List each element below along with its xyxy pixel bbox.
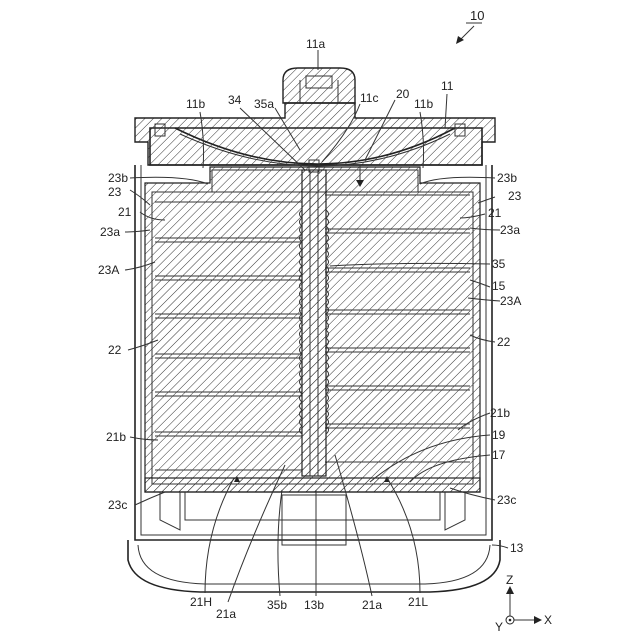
label-21-left: 21: [118, 205, 132, 219]
label-21b-left: 21b: [106, 430, 126, 444]
handle-11a: [283, 68, 355, 103]
label-21a-right: 21a: [362, 598, 382, 612]
label-22-right: 22: [497, 335, 511, 349]
label-23A-right: 23A: [500, 294, 521, 308]
label-13: 13: [510, 541, 524, 555]
label-23-right: 23: [508, 189, 522, 203]
label-23b-right: 23b: [497, 171, 517, 185]
label-17: 17: [492, 448, 506, 462]
label-23A-left: 23A: [98, 263, 119, 277]
ref-10-label: 10: [470, 8, 484, 23]
figure-ref-number: 10: [456, 8, 484, 44]
label-20: 20: [396, 87, 410, 101]
label-11: 11: [441, 79, 454, 93]
label-23c-right: 23c: [497, 493, 516, 507]
label-11b-left: 11b: [186, 97, 205, 111]
label-19: 19: [492, 428, 506, 442]
label-23-left: 23: [108, 185, 122, 199]
label-11c: 11c: [360, 91, 378, 105]
base-13: [128, 540, 500, 592]
label-21b-right: 21b: [490, 406, 510, 420]
label-11a: 11a: [306, 37, 325, 51]
lid-11: [135, 103, 495, 166]
label-21H: 21H: [190, 595, 212, 609]
label-23a-left: 23a: [100, 225, 120, 239]
label-35b: 35b: [267, 598, 287, 612]
axis-indicator: Z X Y: [495, 573, 552, 634]
label-23a-right: 23a: [500, 223, 520, 237]
label-21a-left: 21a: [216, 607, 236, 621]
label-11b-right: 11b: [414, 97, 433, 111]
label-23c-left: 23c: [108, 498, 127, 512]
axis-z-label: Z: [506, 573, 513, 587]
central-partition-35: [300, 160, 329, 476]
axis-y-label: Y: [495, 620, 503, 634]
label-35: 35: [492, 257, 506, 271]
label-23b-left: 23b: [108, 171, 128, 185]
label-21-right: 21: [488, 206, 502, 220]
label-22-left: 22: [108, 343, 122, 357]
label-13b: 13b: [304, 598, 324, 612]
axis-x-label: X: [544, 613, 552, 627]
label-34: 34: [228, 93, 242, 107]
label-15: 15: [492, 279, 506, 293]
label-35a: 35a: [254, 97, 274, 111]
label-21L: 21L: [408, 595, 428, 609]
